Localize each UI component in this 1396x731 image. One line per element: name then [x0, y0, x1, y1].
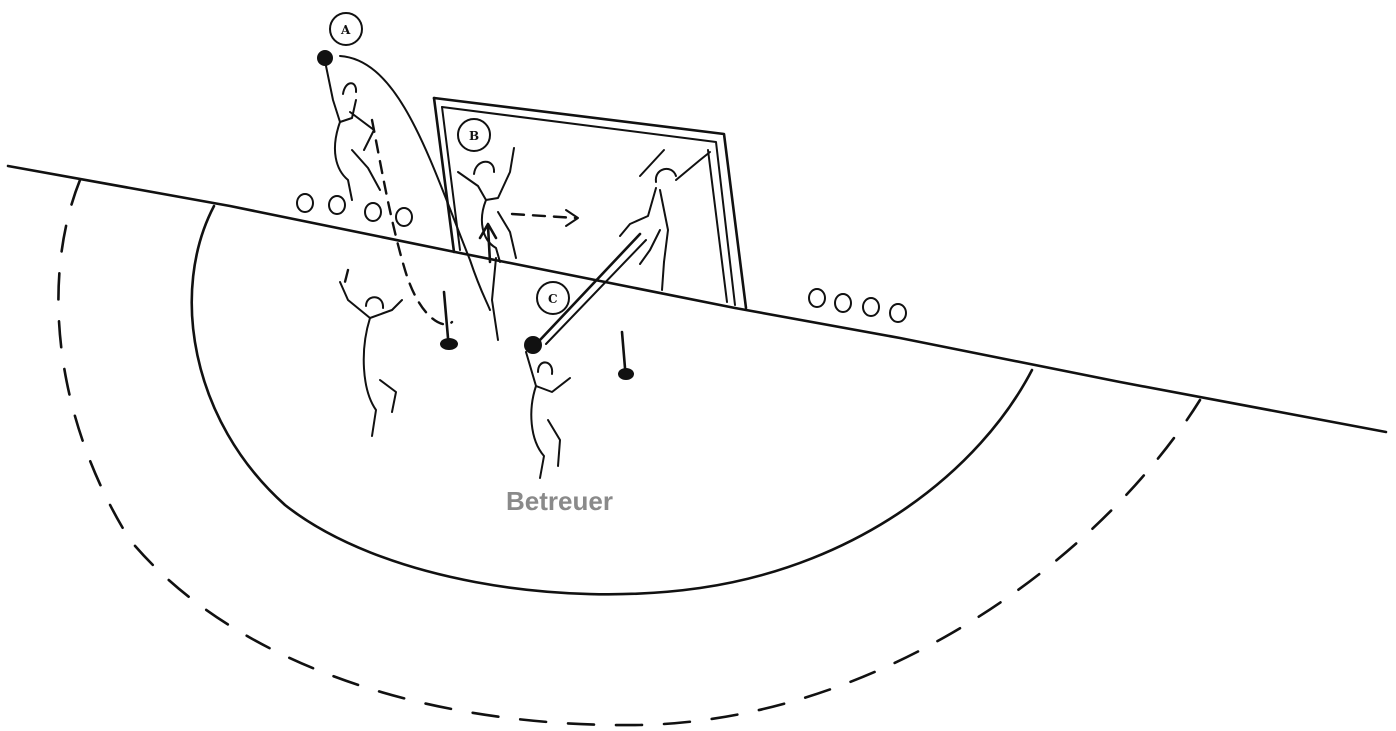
ball: [317, 50, 333, 66]
goal: [434, 98, 746, 308]
run-path-b: [492, 258, 498, 340]
player-b: B: [458, 119, 516, 262]
throw-path-a: [340, 56, 490, 310]
cone-marker: [618, 332, 634, 380]
player-b-label: B: [469, 129, 479, 143]
ball-group-left: [297, 194, 412, 226]
player-d: [340, 270, 402, 436]
player-c-label: C: [548, 292, 558, 306]
player-a-label: A: [340, 23, 351, 37]
arrow-head: [566, 210, 578, 226]
player-c: C: [524, 282, 570, 478]
goalkeeper: [620, 150, 710, 290]
shot-line-c2: [546, 240, 646, 344]
caption-betreuer: Betreuer: [506, 486, 613, 516]
ball-group-right: [809, 289, 906, 322]
shift-arrow-b: [512, 214, 576, 218]
player-a: A: [317, 13, 380, 200]
cone-marker: [440, 292, 458, 350]
free-throw-line: [58, 180, 1200, 725]
